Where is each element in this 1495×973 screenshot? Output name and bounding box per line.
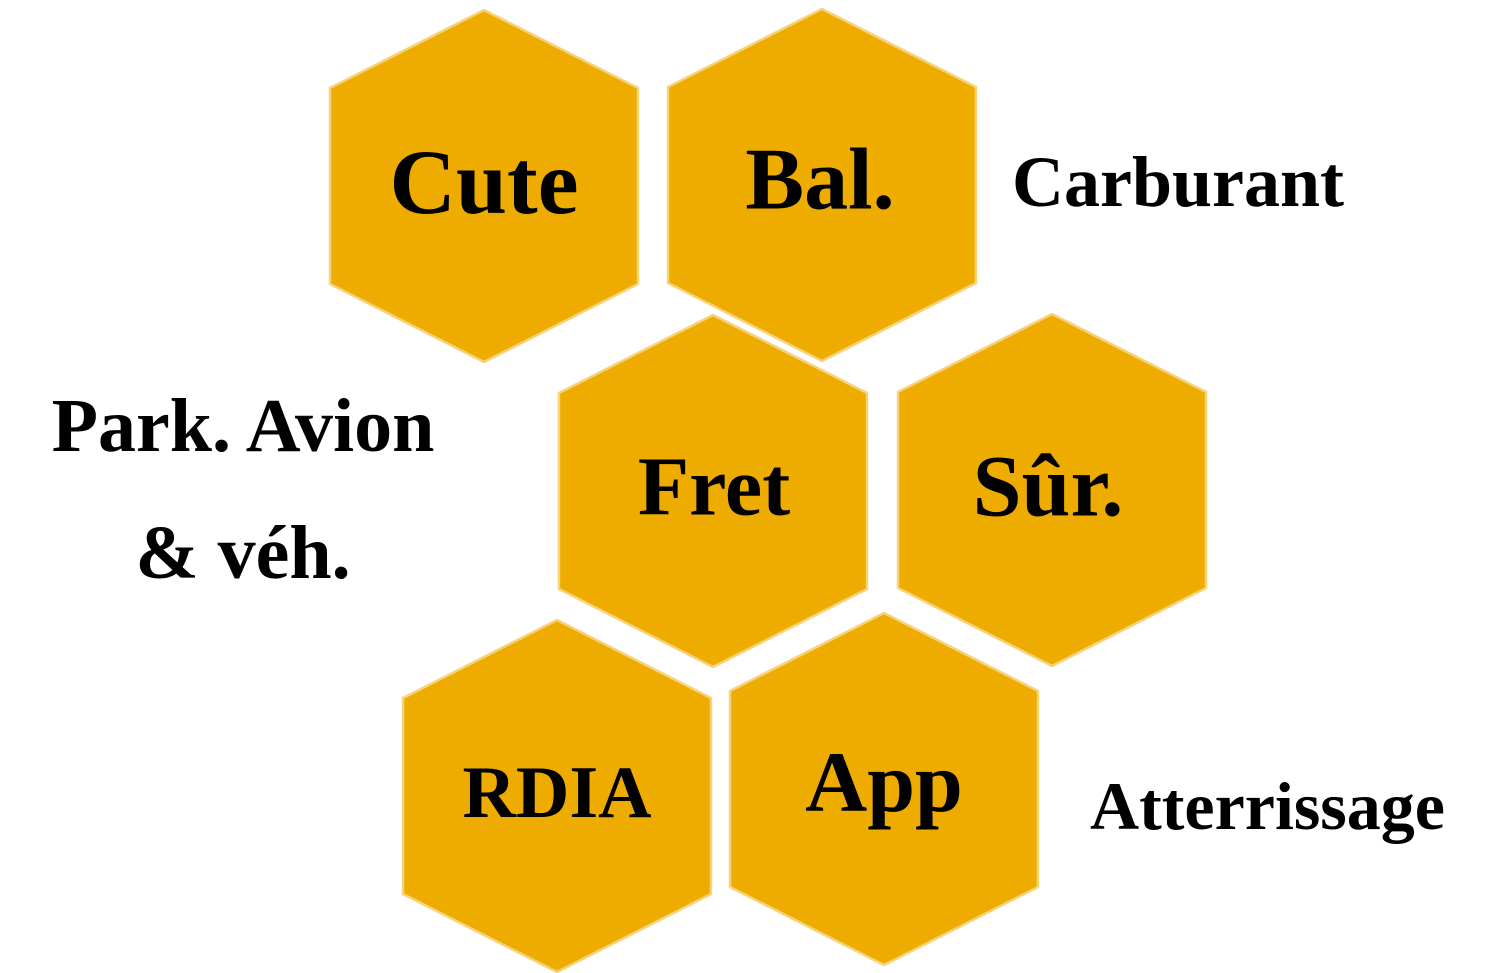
hexagon-bal-shape	[666, 7, 978, 363]
label-park-avion-line2: & véh.	[135, 511, 350, 595]
hexagon-sur-shape	[896, 312, 1208, 668]
hexagon-rdia-label: RDIA	[462, 752, 651, 834]
hexagon-sur-label: Sûr.	[973, 439, 1124, 536]
label-park-avion-line1: Park. Avion	[52, 384, 435, 468]
hexagon-cute-shape	[328, 8, 640, 364]
hexagon-fret: Fret	[557, 313, 869, 669]
hexagon-sur: Sûr.	[896, 312, 1208, 668]
hexagon-app-label: App	[805, 734, 963, 830]
hexagon-cute: Cute	[328, 8, 640, 364]
hexagon-fret-shape	[557, 313, 869, 669]
hexagon-app: App	[728, 611, 1040, 967]
hexagon-bal: Bal.	[666, 7, 978, 363]
hexagon-app-shape	[728, 611, 1040, 967]
hexagon-cute-label: Cute	[389, 131, 578, 233]
label-carburant: Carburant	[1012, 142, 1344, 222]
hexagon-bal-label: Bal.	[745, 132, 894, 229]
label-atterrissage: Atterrissage	[1090, 768, 1445, 844]
hexagon-rdia-shape	[401, 618, 713, 973]
hexagon-rdia: RDIA	[401, 618, 713, 973]
hexagon-fret-label: Fret	[638, 441, 790, 534]
